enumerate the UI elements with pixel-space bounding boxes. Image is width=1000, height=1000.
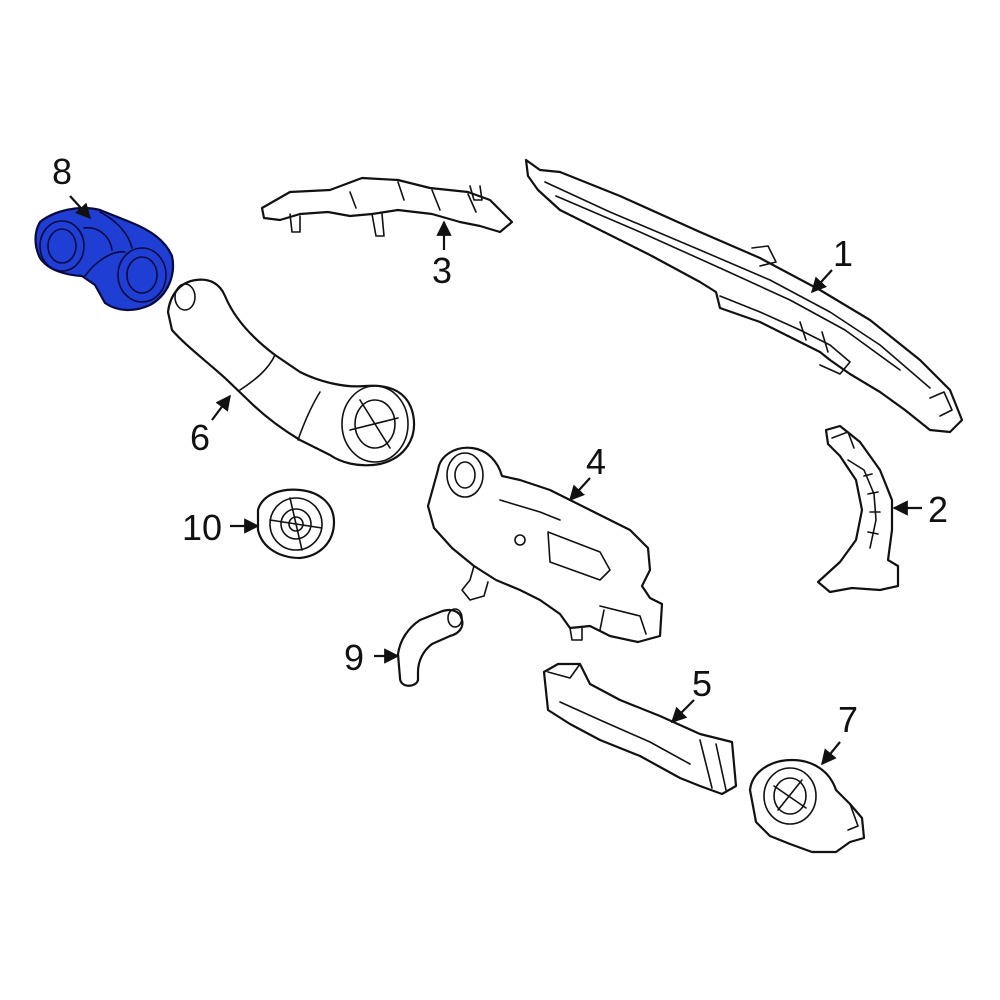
part-5-rect-duct[interactable] [542, 662, 738, 796]
callout-labels: 1 2 3 4 5 6 7 8 9 10 [52, 151, 948, 740]
callout-4[interactable]: 4 [586, 441, 606, 482]
leader-1 [810, 269, 833, 294]
part-1-main-duct[interactable] [524, 158, 964, 434]
callout-1[interactable]: 1 [833, 233, 853, 274]
leader-8 [69, 195, 92, 220]
callout-8[interactable]: 8 [52, 151, 72, 192]
part-2-side-duct[interactable] [816, 424, 900, 594]
part-7-corner-vent[interactable] [748, 758, 866, 854]
callout-3[interactable]: 3 [432, 250, 452, 291]
callout-2[interactable]: 2 [928, 489, 948, 530]
leader-5 [670, 699, 695, 724]
callout-6[interactable]: 6 [190, 417, 210, 458]
leader-7 [821, 741, 841, 766]
part-4-center-housing[interactable] [426, 446, 664, 644]
callout-5[interactable]: 5 [692, 663, 712, 704]
callout-9[interactable]: 9 [344, 637, 364, 678]
leader-lines [69, 195, 922, 766]
leader-4 [568, 477, 591, 502]
part-6-duct-hose[interactable] [166, 278, 416, 467]
part-8-elbow-duct[interactable] [34, 207, 175, 312]
part-9-small-hose[interactable] [396, 608, 464, 687]
callout-10[interactable]: 10 [182, 507, 222, 548]
callout-7[interactable]: 7 [838, 699, 858, 740]
part-10-round-vent[interactable] [256, 488, 336, 560]
leader-6 [211, 394, 231, 421]
part-3-bracket[interactable] [260, 176, 514, 237]
